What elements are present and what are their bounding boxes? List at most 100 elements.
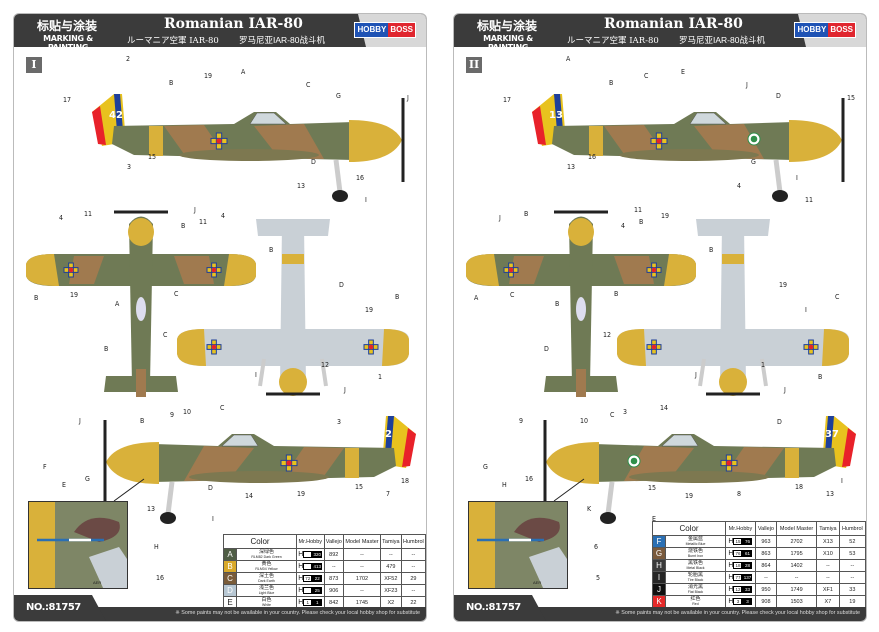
model-master-code: 1795	[775, 547, 818, 560]
paint-note: ※ Some paints may not be available in yo…	[615, 610, 860, 616]
col-humbrol: Humbrol	[400, 534, 426, 549]
color-name-en: RLM82 Dark Green	[251, 554, 282, 559]
paint-table: Color Mr.Hobby Vallejo Model Master Tami…	[652, 521, 866, 608]
jp-title: ルーマニア空軍 IAR-80	[567, 36, 659, 46]
color-code: K	[652, 595, 666, 608]
footer-bar: ※ Some paints may not be available in yo…	[14, 607, 426, 621]
color-name-en: Metal Black	[686, 565, 705, 570]
color-code: B	[223, 560, 237, 573]
wheel	[772, 190, 788, 202]
tamiya-code: XF1	[816, 583, 840, 596]
mrhobby-code-alt: 61	[742, 550, 753, 558]
page-title: Romanian IAR-80	[604, 16, 743, 32]
wheel	[160, 512, 176, 524]
humbrol-code: 29	[400, 572, 426, 585]
callout-label: C	[644, 72, 649, 80]
tamiya-code: X10	[816, 547, 840, 560]
mrhobby-code: 76	[733, 550, 743, 558]
callout-label: 17	[63, 96, 71, 104]
mrhobby-code-alt: 413	[312, 563, 323, 571]
roundel-insignia	[363, 339, 379, 355]
section-title: MARKING & PAINTING	[483, 34, 533, 52]
callout-label: B	[269, 246, 273, 254]
tamiya-code: XF23	[379, 584, 402, 597]
model-master-code: 1503	[775, 595, 818, 608]
callout-label: 11	[634, 206, 642, 214]
vallejo-code: 892	[323, 548, 345, 561]
canopy	[661, 434, 699, 447]
callout-label: B	[524, 210, 528, 218]
side-view-right	[543, 416, 856, 524]
color-name-cn: 轮胎黑	[687, 571, 703, 578]
color-name-cn: 烧铁色	[687, 547, 703, 554]
color-name-en: Burnt Iron	[687, 553, 704, 558]
color-name-en: Red	[692, 601, 699, 606]
callout-label: 19	[365, 306, 373, 314]
callout-label: 14	[660, 404, 668, 412]
callout-label: 3	[337, 418, 341, 426]
callout-label: A	[566, 55, 571, 63]
color-name-en: Light Blue	[258, 590, 275, 595]
col-color: Color	[652, 521, 726, 536]
col-humbrol: Humbrol	[838, 521, 866, 536]
humbrol-code: --	[838, 571, 866, 584]
inset-label: AER	[93, 580, 101, 585]
roundel-insignia	[280, 454, 298, 472]
callout-label: 17	[503, 96, 511, 104]
engine-cowling	[106, 442, 159, 484]
cn-title: 标贴与涂装	[36, 19, 97, 33]
header-bar: 标贴与涂装 MARKING & PAINTING Romanian IAR-80…	[454, 14, 866, 52]
callout-label: C	[174, 290, 179, 298]
callout-label: B	[639, 218, 643, 226]
model-master-code: 1702	[343, 572, 381, 585]
callout-label: 12	[603, 331, 611, 339]
callout-label: 1	[378, 373, 382, 381]
color-code: J	[652, 583, 666, 596]
callout-label: F	[43, 463, 47, 471]
canopy	[689, 112, 727, 125]
callout-label: 3	[127, 163, 131, 171]
callout-label: 1	[761, 361, 765, 369]
col-tamiya: Tamiya	[379, 534, 402, 549]
vallejo-code: 908	[754, 595, 778, 608]
mrhobby-code: 18	[733, 562, 743, 570]
callout-label: I	[841, 477, 843, 485]
mrhobby-code	[303, 563, 313, 571]
callout-label: B	[140, 417, 144, 425]
color-name-cn: 浅兰色	[258, 584, 274, 591]
tail-number: 42	[378, 429, 392, 440]
callout-label: 2	[126, 55, 130, 63]
callout-label: 11	[199, 218, 207, 226]
callout-label: 19	[204, 72, 212, 80]
roundel-insignia	[63, 262, 79, 278]
col-mrhobby: Mr.Hobby	[296, 534, 325, 549]
color-name-en: White	[262, 602, 271, 607]
callout-label: 10	[580, 417, 588, 425]
roundel-insignia	[503, 262, 519, 278]
exhaust-detail	[514, 517, 560, 542]
callout-label: C	[163, 331, 168, 339]
callout-label: I	[212, 515, 214, 523]
humbrol-code: 19	[838, 595, 866, 608]
wheel	[332, 190, 348, 202]
mrhobby-code-alt: 320	[312, 551, 323, 559]
inset-label: AER	[533, 580, 541, 585]
callout-label: B	[609, 79, 613, 87]
engine-cowling	[349, 120, 402, 162]
humbrol-code: --	[400, 548, 426, 561]
tail-number: 137	[549, 110, 570, 121]
callout-label: J	[783, 386, 786, 394]
color-code: H	[652, 559, 666, 572]
color-name-en: Dark Earth	[258, 578, 275, 583]
callout-label: B	[104, 345, 108, 353]
painting-page-2: 标贴与涂装 MARKING & PAINTING Romanian IAR-80…	[453, 13, 867, 622]
callout-label: B	[614, 290, 618, 298]
model-master-code: 1402	[775, 559, 818, 572]
model-master-code: --	[343, 560, 381, 573]
col-color: Color	[223, 534, 297, 549]
col-model-master: Model Master	[343, 534, 381, 549]
col-vallejo: Vallejo	[754, 521, 778, 536]
scheme-number: II	[466, 57, 482, 73]
callout-label: I	[365, 196, 367, 204]
